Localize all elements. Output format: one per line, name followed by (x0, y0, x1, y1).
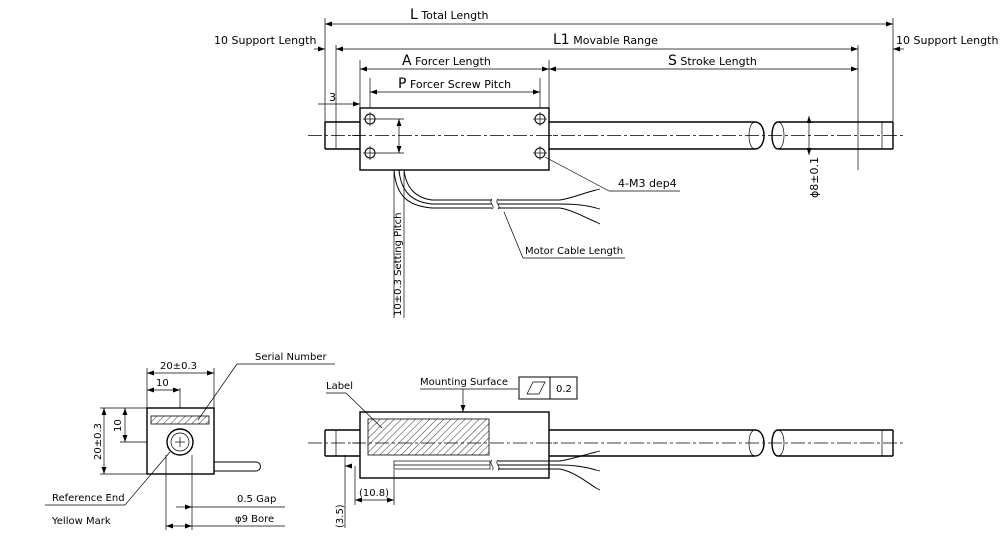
svg-text:(10.8): (10.8) (359, 488, 389, 499)
svg-text:S Stroke Length: S Stroke Length (668, 53, 757, 69)
svg-text:10 Support Length: 10 Support Length (214, 34, 316, 47)
dim-stroke-length: S Stroke Length (549, 53, 858, 72)
dim-movable-range: L1 Movable Range (336, 32, 858, 52)
dim-setting-pitch: 10±0.3 Setting Pitch (393, 172, 405, 318)
svg-text:20±0.3: 20±0.3 (93, 423, 104, 460)
svg-text:A Forcer Length: A Forcer Length (402, 53, 491, 69)
svg-text:Reference End: Reference End (52, 493, 125, 504)
svg-text:10: 10 (156, 378, 169, 389)
screw-hole (533, 112, 547, 126)
svg-text:Label: Label (326, 381, 353, 392)
top-view: L Total Length L1 Movable Range 10 Suppo… (214, 7, 998, 318)
dim-forcer-length: A Forcer Length (360, 53, 549, 72)
svg-text:10 Support Length: 10 Support Length (896, 34, 998, 47)
svg-text:3: 3 (329, 91, 336, 104)
svg-text:10: 10 (113, 419, 124, 432)
svg-text:Motor Cable Length: Motor Cable Length (525, 246, 623, 257)
svg-text:10±0.3 Setting Pitch: 10±0.3 Setting Pitch (393, 212, 404, 316)
svg-text:L Total Length: L Total Length (410, 7, 488, 23)
side-view: Label Mounting Surface 0.2 (3.5) (10.8) (308, 376, 905, 528)
svg-text:L1 Movable Range: L1 Movable Range (553, 32, 658, 48)
screw-hole (533, 146, 547, 160)
label-leader: Label (326, 381, 383, 429)
svg-text:4-M3 dep4: 4-M3 dep4 (618, 177, 677, 190)
forcer (352, 107, 556, 171)
svg-text:(3.5): (3.5) (335, 504, 346, 528)
end-view-body (146, 407, 261, 475)
side-dimensions: (3.5) (10.8) (335, 455, 395, 528)
svg-text:Mounting Surface: Mounting Surface (420, 377, 508, 388)
dim-shaft-diameter: ϕ8±0.1 (806, 116, 821, 198)
svg-text:φ9 Bore: φ9 Bore (235, 514, 274, 525)
end-view: 20±0.3 10 20±0.3 10 Serial Number (45, 352, 335, 530)
screw-hole (363, 146, 377, 160)
svg-text:P Forcer Screw Pitch: P Forcer Screw Pitch (398, 76, 511, 92)
motor-cable (393, 169, 601, 225)
dim-support-length-left: 10 Support Length (214, 34, 325, 52)
side-forcer (352, 411, 556, 479)
svg-text:ϕ8±0.1: ϕ8±0.1 (808, 157, 821, 198)
svg-text:Yellow Mark: Yellow Mark (51, 516, 111, 527)
flatness-frame: 0.2 (518, 376, 578, 400)
dim-support-length-right: 10 Support Length (893, 34, 998, 52)
motor-cable-length-leader: Motor Cable Length (503, 211, 625, 259)
svg-text:0.2: 0.2 (556, 384, 572, 395)
screw-spec-leader: 4-M3 dep4 (544, 156, 680, 192)
svg-text:0.5 Gap: 0.5 Gap (237, 494, 276, 505)
dim-total-length: L Total Length (325, 7, 893, 27)
mounting-surface-leader: Mounting Surface 0.2 (420, 376, 578, 412)
end-view-bottom-dimensions: 0.5 Gap φ9 Bore (165, 455, 285, 530)
end-view-dimensions: 20±0.3 10 20±0.3 10 (93, 361, 215, 475)
dim-3: 3 (318, 91, 360, 107)
dim-forcer-screw-pitch: P Forcer Screw Pitch (370, 76, 540, 95)
svg-text:20±0.3: 20±0.3 (160, 361, 197, 372)
reference-end-leader: Reference End Yellow Mark (45, 451, 171, 527)
svg-text:Serial Number: Serial Number (255, 352, 328, 363)
serial-number-leader: Serial Number (197, 352, 335, 421)
side-cable (490, 450, 601, 491)
screw-hole (363, 112, 377, 126)
